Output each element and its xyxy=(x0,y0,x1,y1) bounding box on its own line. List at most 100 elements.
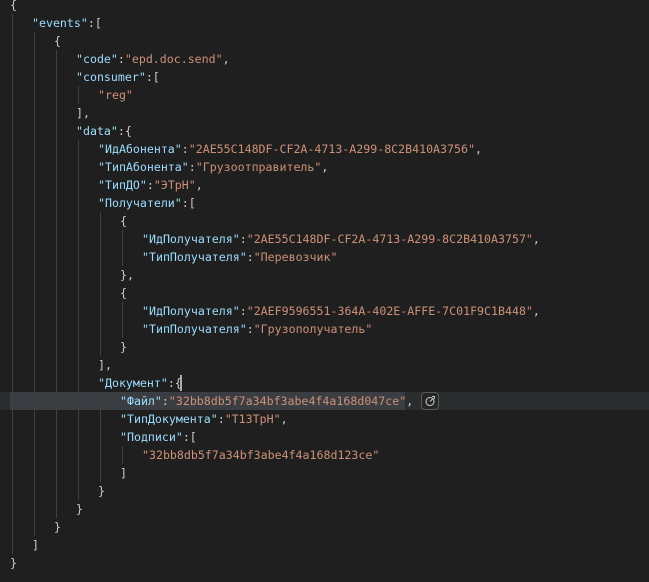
json-punctuation: : xyxy=(246,322,254,336)
json-punctuation: ] xyxy=(120,466,127,480)
json-punctuation: : xyxy=(188,160,196,174)
json-punctuation: ] xyxy=(32,538,39,552)
json-string: "2AE55C148DF-CF2A-4713-A299-8C2B410A3757… xyxy=(246,232,533,246)
json-punctuation: : xyxy=(181,142,189,156)
json-punctuation: :{ xyxy=(167,376,182,390)
json-punctuation: : xyxy=(239,304,247,318)
json-punctuation: : xyxy=(246,250,254,264)
code-line[interactable]: "Файл":"32bb8db5f7a34bf3abe4f4a168d047ce… xyxy=(120,392,413,410)
json-key: "code" xyxy=(76,52,118,66)
json-punctuation: , xyxy=(195,178,203,192)
json-punctuation: , xyxy=(532,232,540,246)
code-line[interactable]: "Документ":{ xyxy=(98,374,182,392)
code-line[interactable]: ] xyxy=(120,464,127,482)
json-punctuation: { xyxy=(120,286,127,300)
json-punctuation: } xyxy=(98,484,105,498)
json-string: "32bb8db5f7a34bf3abe4f4a168d047ce" xyxy=(168,394,407,408)
code-line[interactable]: "ТипПолучателя":"Перевозчик" xyxy=(142,248,337,266)
code-line[interactable]: "code":"epd.doc.send", xyxy=(76,50,230,68)
code-line[interactable]: ] xyxy=(32,536,39,554)
json-key: "ТипПолучателя" xyxy=(142,322,247,336)
code-line[interactable]: } xyxy=(10,554,17,572)
code-line[interactable]: "ИдПолучателя":"2AE55C148DF-CF2A-4713-A2… xyxy=(142,230,540,248)
indent-guide xyxy=(122,302,123,338)
json-key: "Получатели" xyxy=(98,196,182,210)
json-string: "2AEF9596551-364A-402E-AFFE-7C01F9C1B448… xyxy=(246,304,533,318)
json-string: "Перевозчик" xyxy=(253,250,338,264)
json-punctuation: } xyxy=(54,520,61,534)
indent-guide xyxy=(100,212,101,356)
code-line[interactable]: "events":[ xyxy=(32,14,102,32)
code-line[interactable]: "Получатели":[ xyxy=(98,194,196,212)
json-punctuation: ], xyxy=(98,358,112,372)
json-key: "Документ" xyxy=(98,376,168,390)
json-key: "ТипДО" xyxy=(98,178,147,192)
code-line[interactable]: { xyxy=(10,0,17,14)
json-string: "Грузополучатель" xyxy=(253,322,373,336)
json-punctuation: : xyxy=(146,178,154,192)
code-line[interactable]: } xyxy=(98,482,105,500)
indent-guide xyxy=(12,14,13,554)
json-key: "consumer" xyxy=(76,70,146,84)
json-punctuation: :[ xyxy=(181,196,196,210)
json-key: "events" xyxy=(32,16,88,30)
json-punctuation: :[ xyxy=(182,430,197,444)
code-line[interactable]: "ТипДО":"ЭТрН", xyxy=(98,176,203,194)
json-punctuation: , xyxy=(321,160,329,174)
json-key: "Подписи" xyxy=(120,430,183,444)
indent-guide xyxy=(122,230,123,266)
json-punctuation: }, xyxy=(120,268,134,282)
code-line[interactable]: } xyxy=(120,338,127,356)
indent-guide xyxy=(100,392,101,482)
code-line[interactable]: }, xyxy=(120,266,134,284)
json-key: "Файл" xyxy=(120,394,162,408)
json-punctuation: : xyxy=(161,394,169,408)
code-line[interactable]: { xyxy=(54,32,61,50)
json-punctuation: : xyxy=(117,52,125,66)
json-punctuation: { xyxy=(10,0,17,12)
json-punctuation: } xyxy=(76,502,83,516)
json-string: "2AE55C148DF-CF2A-4713-A299-8C2B410A3756… xyxy=(188,142,475,156)
json-punctuation: ], xyxy=(76,106,90,120)
code-line[interactable]: "ТипПолучателя":"Грузополучатель" xyxy=(142,320,372,338)
inline-edit-suggestion-button[interactable] xyxy=(421,392,440,410)
code-line[interactable]: } xyxy=(76,500,83,518)
json-punctuation: :{ xyxy=(117,124,132,138)
indent-guide xyxy=(78,140,79,500)
code-line[interactable]: ], xyxy=(98,356,112,374)
json-string: "reg" xyxy=(98,88,133,102)
code-line[interactable]: } xyxy=(54,518,61,536)
json-punctuation: { xyxy=(54,34,61,48)
indent-guide xyxy=(56,50,57,518)
code-line[interactable]: "reg" xyxy=(98,86,133,104)
code-line[interactable]: "32bb8db5f7a34bf3abe4f4a168d123ce" xyxy=(142,446,379,464)
text-selection xyxy=(10,392,406,410)
json-string: "Т13ТрН" xyxy=(224,412,281,426)
code-line[interactable]: "ИдАбонента":"2AE55C148DF-CF2A-4713-A299… xyxy=(98,140,482,158)
json-key: "ИдПолучателя" xyxy=(142,304,240,318)
json-string: "32bb8db5f7a34bf3abe4f4a168d123ce" xyxy=(142,448,380,462)
code-line[interactable]: "ТипДокумента":"Т13ТрН", xyxy=(120,410,288,428)
json-punctuation: } xyxy=(120,340,127,354)
json-key: "ТипДокумента" xyxy=(120,412,218,426)
code-line[interactable]: "data":{ xyxy=(76,122,132,140)
json-key: "data" xyxy=(76,124,118,138)
json-key: "ТипАбонента" xyxy=(98,160,189,174)
code-line[interactable]: { xyxy=(120,284,127,302)
text-cursor xyxy=(180,375,182,391)
code-line[interactable]: ], xyxy=(76,104,90,122)
json-key: "ТипПолучателя" xyxy=(142,250,247,264)
code-line[interactable]: "Подписи":[ xyxy=(120,428,197,446)
json-punctuation: , xyxy=(280,412,288,426)
code-line[interactable]: { xyxy=(120,212,127,230)
json-punctuation: } xyxy=(10,556,17,570)
json-string: "epd.doc.send" xyxy=(124,52,223,66)
code-line[interactable]: "consumer":[ xyxy=(76,68,160,86)
code-line[interactable]: "ТипАбонента":"Грузоотправитель", xyxy=(98,158,328,176)
code-line[interactable]: "ИдПолучателя":"2AEF9596551-364A-402E-AF… xyxy=(142,302,540,320)
json-key: "ИдАбонента" xyxy=(98,142,182,156)
json-punctuation: , xyxy=(222,52,230,66)
json-punctuation: { xyxy=(120,214,127,228)
indent-guide xyxy=(122,446,123,464)
